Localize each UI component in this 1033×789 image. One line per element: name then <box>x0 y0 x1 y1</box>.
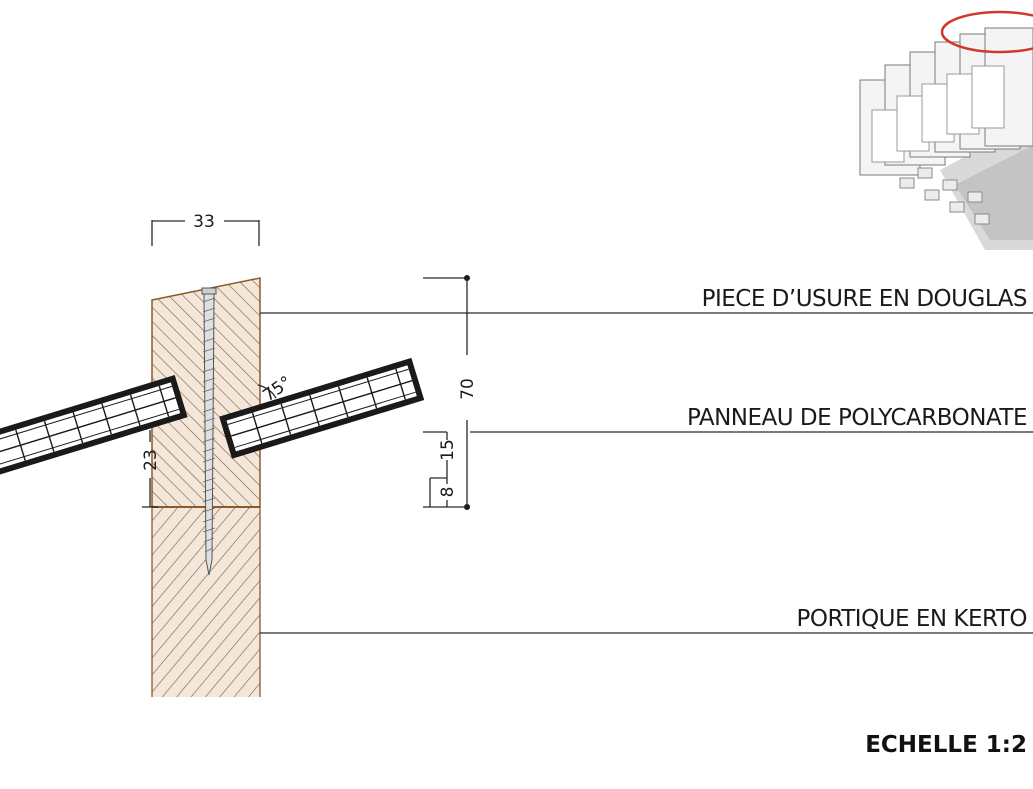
dimension-width-33: 33 <box>151 212 260 246</box>
callout-ring <box>940 10 1033 54</box>
dimension-70-label: 70 <box>458 378 478 400</box>
polycarbonate-panel-right <box>219 357 425 459</box>
dimension-23-label: 23 <box>141 449 161 471</box>
dimension-8-label: 8 <box>438 487 458 498</box>
screw <box>201 287 217 576</box>
label-kerto: PORTIQUE EN KERTO <box>260 606 1033 634</box>
thumbnail-3d-view <box>859 10 1033 250</box>
dimension-23: 23 <box>141 430 161 508</box>
label-polycarbonate-text: PANNEAU DE POLYCARBONATE <box>687 405 1027 431</box>
polycarbonate-panel-left <box>0 375 188 476</box>
label-kerto-text: PORTIQUE EN KERTO <box>796 606 1027 632</box>
label-douglas-text: PIECE D’USURE EN DOUGLAS <box>702 286 1027 312</box>
dimension-33-label: 33 <box>193 212 215 232</box>
label-douglas: PIECE D’USURE EN DOUGLAS <box>260 286 1033 314</box>
dimension-stack-right: 70 15 8 <box>423 275 478 510</box>
scale-label: ECHELLE 1:2 <box>865 732 1027 758</box>
label-polycarbonate: PANNEAU DE POLYCARBONATE <box>470 405 1033 433</box>
dimension-15-label: 15 <box>438 439 458 461</box>
